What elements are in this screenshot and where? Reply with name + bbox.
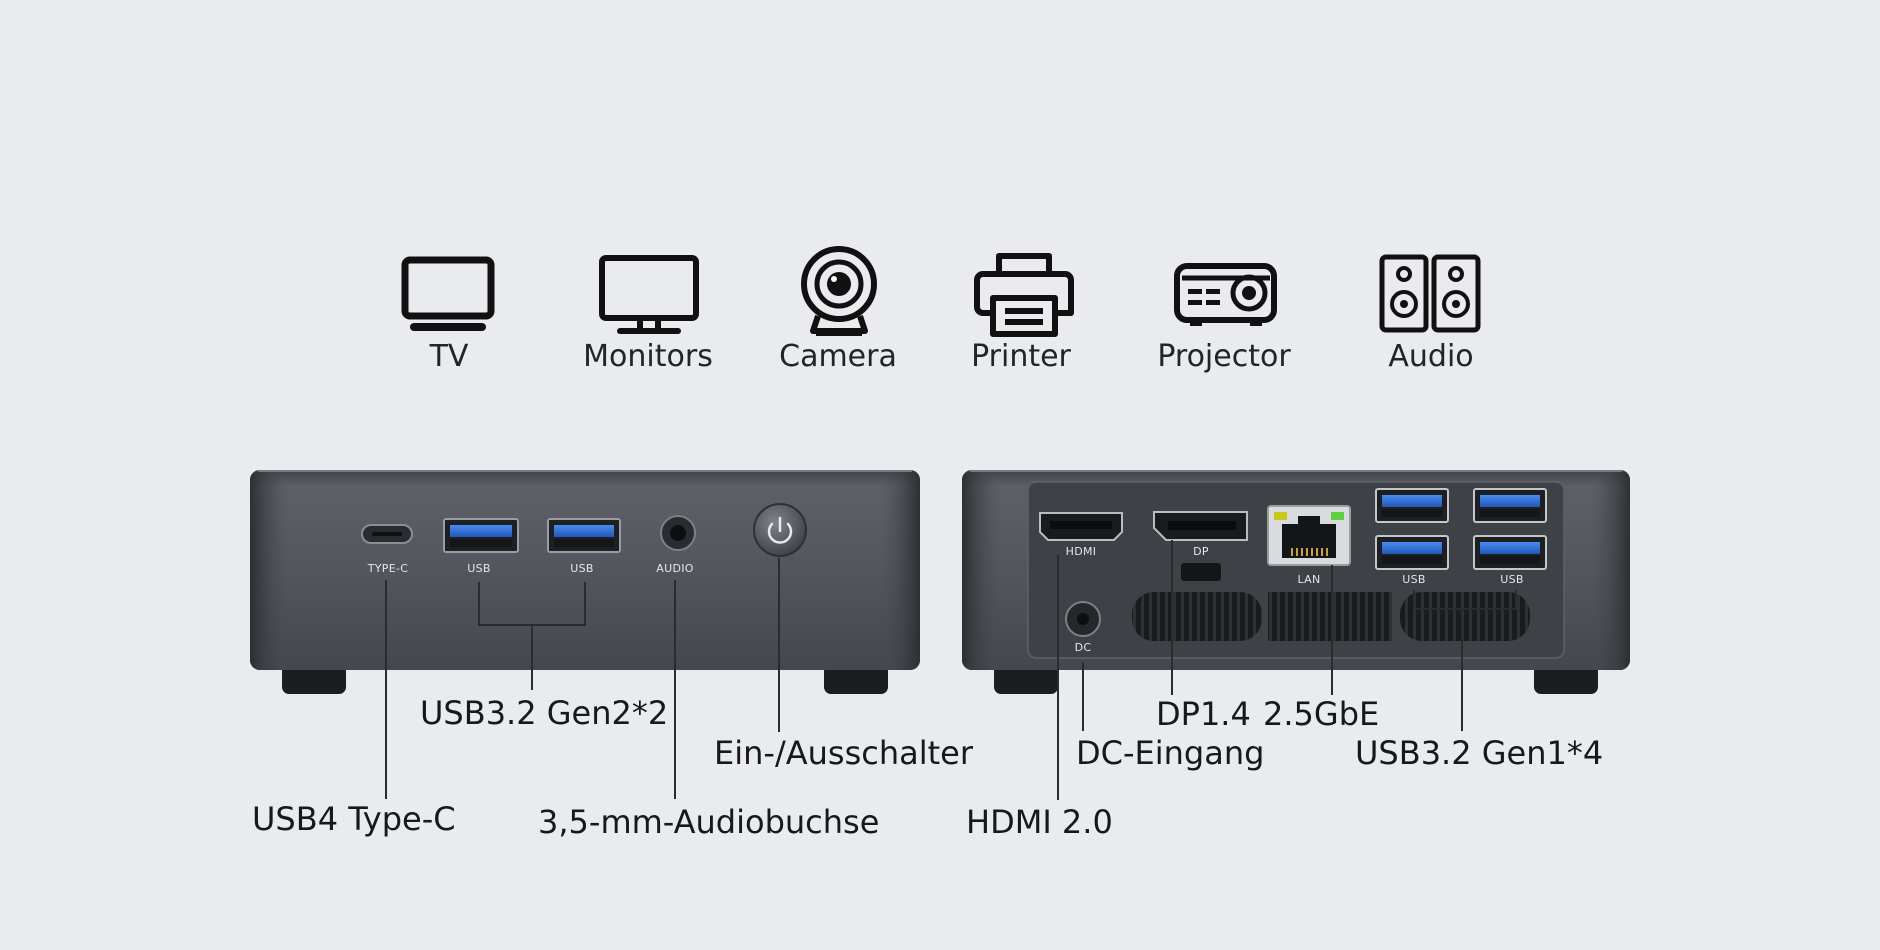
callout-lan: 2.5GbE [1263,695,1379,733]
foot [1534,664,1598,694]
speakers-icon [1379,254,1481,333]
callout-usb4: USB4 Type-C [252,800,456,838]
hdmi-port [1039,512,1123,541]
device-audio: Audio [1379,254,1481,374]
audio-jack [660,515,696,551]
device-tv: TV [401,256,495,374]
webcam-icon [801,246,877,336]
port-label-dc: DC [1075,641,1092,654]
port-label-usb-rear-2: USB [1500,573,1523,586]
tv-icon [401,256,495,331]
front-panel: TYPE-C USB USB AUDIO [250,470,974,841]
device-projector: Projector [1157,263,1291,374]
usb-a-port [1375,535,1449,570]
usb-a-port [547,518,621,553]
port-label-usb-2: USB [570,562,593,575]
callout-dc: DC-Eingang [1076,734,1264,772]
foot [994,664,1058,694]
projector-icon [1174,263,1277,326]
foot [824,664,888,694]
usb-a-port [1473,488,1547,523]
device-label-audio: Audio [1388,339,1473,374]
usb-a-port [1473,535,1547,570]
ethernet-port [1267,505,1351,566]
chassis-front [250,470,920,670]
callout-usb32-gen2: USB3.2 Gen2*2 [420,694,668,732]
rear-panel: HDMI DP LAN [962,470,1630,841]
device-camera: Camera [779,246,897,374]
usb-a-port [443,518,519,553]
usb-c-port [361,524,413,544]
vent [1400,592,1530,641]
callout-usb32-gen1: USB3.2 Gen1*4 [1355,734,1603,772]
port-label-type-c: TYPE-C [367,562,408,575]
callout-dp: DP1.4 [1156,695,1251,733]
foot [282,664,346,694]
power-button [753,503,807,557]
bracket-usb-gen1 [1413,590,1517,610]
device-label-monitors: Monitors [583,339,713,374]
kensington-slot [1181,563,1221,581]
device-printer: Printer [971,253,1074,374]
port-label-lan: LAN [1297,573,1320,586]
port-label-usb-rear-1: USB [1402,573,1425,586]
port-label-hdmi: HDMI [1066,545,1097,558]
printer-icon [974,253,1074,337]
device-label-tv: TV [429,339,469,374]
callout-power: Ein-/Ausschalter [714,734,974,772]
port-label-dp: DP [1193,545,1209,558]
device-label-printer: Printer [971,339,1071,374]
vent [1268,592,1392,641]
port-label-audio: AUDIO [656,562,693,575]
port-label-usb-1: USB [467,562,490,575]
dc-jack [1065,601,1101,637]
device-monitors: Monitors [583,255,713,374]
device-label-camera: Camera [779,339,897,374]
vent [1132,592,1262,641]
monitor-icon [599,255,699,334]
usb-a-port [1375,488,1449,523]
callout-hdmi: HDMI 2.0 [966,803,1113,841]
callout-audio-jack: 3,5-mm-Audiobuchse [538,803,879,841]
displayport-port [1153,511,1248,541]
device-label-projector: Projector [1157,339,1291,374]
